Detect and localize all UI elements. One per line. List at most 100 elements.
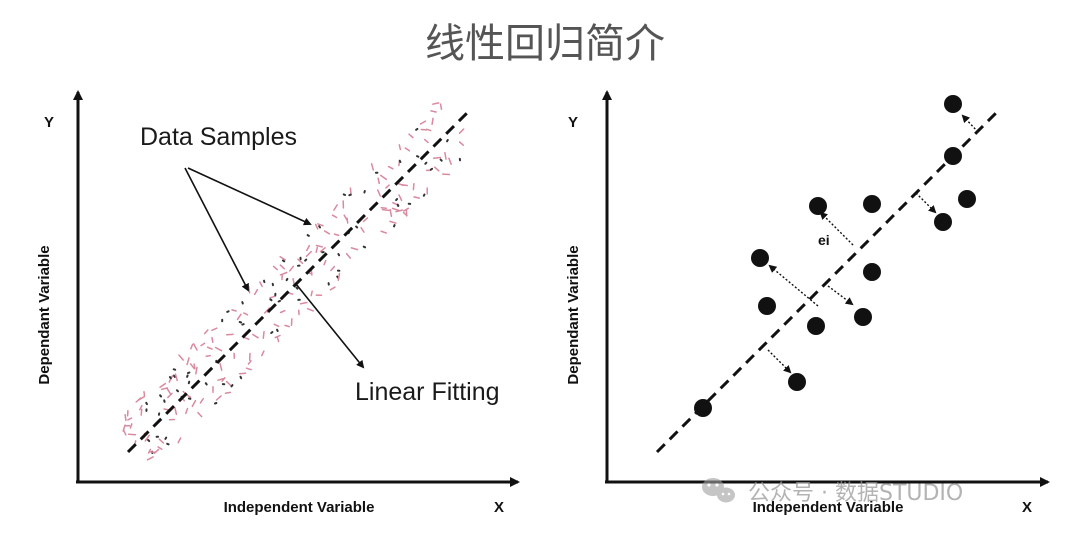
sample-mark	[362, 245, 367, 249]
sample-mark	[214, 402, 218, 405]
data-point	[694, 399, 712, 417]
sample-mark	[277, 299, 281, 303]
data-point	[944, 95, 962, 113]
sample-mark	[197, 411, 203, 418]
sample-mark	[343, 214, 348, 221]
sample-mark	[276, 328, 279, 332]
sample-mark	[337, 272, 341, 281]
data-point	[863, 263, 881, 281]
sample-mark	[221, 377, 226, 382]
data-points	[694, 95, 976, 417]
sample-mark	[439, 158, 443, 162]
sample-mark	[448, 157, 452, 165]
sample-mark	[187, 371, 191, 375]
sample-mark	[288, 265, 295, 272]
sample-mark	[319, 247, 326, 253]
sample-mark	[140, 408, 143, 416]
sample-mark	[310, 290, 313, 297]
sample-mark	[247, 285, 251, 294]
sample-mark	[398, 194, 403, 202]
sample-mark	[270, 331, 274, 334]
sample-mark	[241, 301, 244, 305]
sample-mark	[243, 312, 249, 316]
sample-mark	[424, 161, 428, 165]
sample-mark	[376, 189, 382, 197]
sample-mark	[430, 110, 437, 113]
sample-mark	[305, 250, 312, 257]
sample-mark	[299, 301, 308, 305]
sample-mark	[279, 264, 286, 270]
data-point	[958, 190, 976, 208]
sample-mark	[315, 246, 319, 253]
sample-mark	[331, 214, 338, 219]
sample-mark	[377, 177, 380, 185]
sample-mark	[269, 295, 277, 299]
watermark-text: 公众号 · 数据STUDIO	[748, 481, 963, 506]
sample-mark	[174, 406, 178, 416]
sample-mark	[192, 343, 198, 351]
sample-mark	[261, 350, 265, 357]
sample-mark	[159, 382, 167, 388]
sample-mark	[398, 159, 402, 163]
sample-mark	[206, 346, 213, 350]
residual-arrow	[961, 114, 979, 133]
sample-mark	[281, 259, 286, 263]
sample-mark	[419, 120, 427, 125]
sample-mark	[177, 437, 182, 444]
sample-mark	[226, 310, 230, 313]
sample-mark	[393, 224, 396, 228]
sample-mark	[315, 244, 323, 248]
data-point	[809, 197, 827, 215]
left-x-axis-label: Independent Variable	[224, 499, 375, 516]
sample-mark	[195, 366, 198, 375]
sample-mark	[279, 309, 286, 314]
residual-arrow	[819, 211, 854, 246]
sample-mark	[247, 360, 252, 365]
sample-mark	[186, 374, 189, 378]
sample-mark	[398, 144, 402, 151]
sample-mark	[379, 174, 388, 181]
sample-mark	[395, 198, 399, 202]
watermark: 公众号 · 数据STUDIO	[702, 478, 963, 506]
sample-mark	[323, 230, 331, 235]
sample-mark	[362, 217, 369, 223]
sample-mark	[342, 193, 347, 196]
right-x-axis-label: Independent Variable	[753, 499, 904, 516]
sample-mark	[146, 456, 154, 461]
fit-pointer-arrow	[295, 283, 365, 369]
page-title: 线性回归简介	[425, 21, 665, 67]
right-panel: Y X Independent Variable Dependant Varia…	[565, 90, 1050, 516]
sample-mark	[167, 392, 173, 399]
linear-fitting-label: Linear Fitting	[355, 378, 500, 406]
sample-mark	[355, 225, 359, 229]
sample-mark	[458, 141, 465, 146]
sample-mark	[153, 448, 160, 455]
sample-mark	[387, 165, 394, 170]
data-point	[934, 213, 952, 231]
data-point	[788, 373, 806, 391]
sample-mark	[145, 401, 148, 406]
sample-mark	[189, 363, 195, 370]
sample-mark	[175, 389, 179, 393]
sample-mark	[323, 259, 327, 266]
sample-mark	[122, 424, 126, 432]
data-point	[863, 195, 881, 213]
sample-mark	[272, 265, 278, 271]
right-y-letter: Y	[568, 114, 578, 131]
left-x-letter: X	[494, 499, 504, 516]
sample-mark	[205, 354, 211, 358]
sample-mark	[381, 208, 390, 212]
sample-mark	[329, 286, 336, 291]
sample-mark	[389, 220, 397, 224]
sample-mark	[333, 233, 340, 237]
sample-mark	[314, 223, 319, 230]
sample-mark	[348, 193, 352, 197]
sample-mark	[273, 323, 280, 328]
sample-mark	[432, 102, 440, 105]
sample-mark	[370, 163, 375, 171]
sample-mark	[433, 166, 440, 172]
sample-mark	[211, 327, 218, 332]
sample-mark	[422, 193, 426, 197]
sample-mark	[304, 258, 308, 262]
